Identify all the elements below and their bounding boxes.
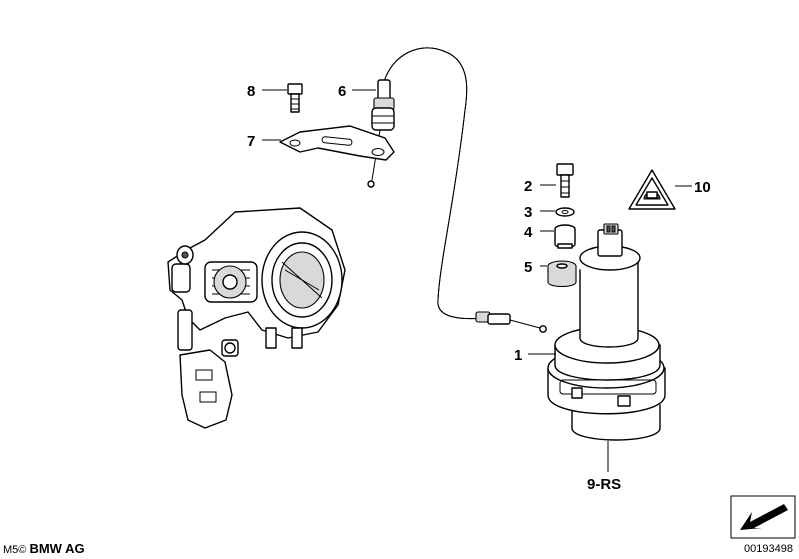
arrow-box-icon[interactable] — [730, 495, 796, 539]
callout-3: 3 — [524, 204, 532, 221]
hex-bolt-8[interactable] — [287, 83, 303, 113]
diagram-number: 00193498 — [744, 543, 793, 555]
callout-10: 10 — [694, 179, 711, 196]
bolt-2[interactable] — [556, 163, 574, 198]
series-label: M5 — [3, 544, 19, 556]
brand-label: BMW AG — [29, 541, 85, 556]
washer-3[interactable] — [555, 207, 575, 217]
callout-9-rs: 9-RS — [587, 476, 621, 493]
throttle-housing[interactable] — [167, 207, 346, 429]
callout-6: 6 — [338, 83, 346, 100]
callout-1: 1 — [514, 347, 522, 364]
copyright-icon: © — [18, 544, 27, 556]
leader-lines — [262, 89, 692, 472]
callout-7: 7 — [247, 133, 255, 150]
callout-5: 5 — [524, 259, 532, 276]
rubber-mount-5[interactable] — [547, 260, 577, 288]
callout-8: 8 — [247, 83, 255, 100]
cruise-control-actuator[interactable] — [547, 223, 666, 441]
warning-triangle-icon — [628, 169, 676, 210]
callout-4: 4 — [524, 224, 533, 241]
mounting-bracket[interactable] — [279, 125, 395, 161]
footer-copyright: M5© BMW AG — [3, 541, 85, 556]
throttle-cable[interactable] — [367, 47, 547, 333]
callout-2: 2 — [524, 178, 532, 195]
spacer-4[interactable] — [554, 224, 576, 249]
